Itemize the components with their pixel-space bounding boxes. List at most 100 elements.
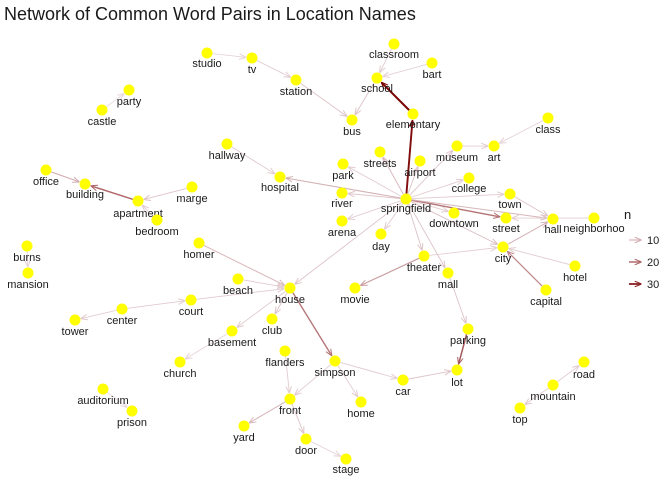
edge-springfield-arena — [348, 200, 401, 219]
node-movie: movie — [340, 282, 370, 306]
edge-front-yard — [250, 401, 286, 423]
edge-marge-apartment — [144, 187, 187, 199]
node-label-mall: mall — [438, 279, 458, 291]
node-label-front: front — [279, 405, 301, 417]
node-point-city — [497, 241, 509, 253]
edge-parking-lot — [459, 334, 468, 363]
node-label-building: building — [66, 189, 104, 201]
node-springfield: springfield — [381, 193, 431, 215]
node-label-hall: hall — [544, 224, 561, 236]
node-art: art — [488, 140, 500, 164]
node-mall: mall — [438, 267, 458, 291]
node-beach: beach — [223, 273, 253, 297]
node-streets: streets — [363, 146, 397, 170]
node-tv: tv — [246, 52, 258, 76]
node-point-bart — [426, 57, 438, 69]
node-castle: castle — [88, 104, 116, 128]
node-label-tv: tv — [248, 64, 257, 76]
legend-label-30: 30 — [647, 279, 659, 291]
edge-springfield-airport — [407, 167, 418, 194]
node-point-stage — [340, 453, 352, 465]
node-point-apartment — [132, 195, 144, 207]
node-city: city — [495, 241, 512, 265]
node-label-river: river — [331, 198, 353, 210]
node-car: car — [395, 374, 411, 398]
node-center: center — [107, 303, 138, 327]
node-classroom: classroom — [369, 38, 419, 61]
node-office: office — [33, 164, 59, 188]
node-point-homer — [193, 237, 205, 249]
edge-hotel-city — [509, 249, 570, 266]
node-river: river — [331, 187, 353, 210]
edge-school-bus — [355, 82, 375, 115]
node-point-art — [488, 140, 500, 152]
node-point-front — [284, 393, 296, 405]
node-court: court — [179, 294, 203, 318]
node-label-town: town — [498, 199, 521, 211]
edge-car-lot — [408, 371, 450, 380]
edge-springfield-elementary — [405, 120, 412, 194]
node-label-flanders: flanders — [265, 357, 305, 369]
node-airport: airport — [404, 155, 436, 179]
node-label-hotel: hotel — [563, 272, 587, 284]
node-point-building — [79, 178, 91, 190]
node-point-prison — [126, 405, 138, 417]
node-label-beach: beach — [223, 285, 253, 297]
node-label-auditorium: auditorium — [77, 395, 128, 407]
node-label-basement: basement — [208, 337, 256, 349]
node-label-station: station — [280, 86, 312, 98]
legend-item-10: 10 — [629, 235, 659, 247]
legend-label-10: 10 — [647, 235, 659, 247]
node-label-apartment: apartment — [113, 208, 163, 220]
node-bart: bart — [423, 57, 441, 81]
node-label-park: park — [332, 170, 354, 182]
edge-office-building — [50, 171, 79, 182]
node-label-mountain: mountain — [530, 391, 575, 403]
node-museum: museum — [436, 140, 478, 164]
legend-title: n — [624, 207, 631, 222]
chart-title: Network of Common Word Pairs in Location… — [4, 4, 416, 24]
edge-springfield-park — [349, 167, 402, 197]
node-capital: capital — [530, 284, 562, 308]
node-label-prison: prison — [117, 417, 147, 429]
node-label-class: class — [535, 124, 561, 136]
node-burns: burns — [13, 240, 41, 264]
node-label-marge: marge — [176, 193, 207, 205]
edge-springfield-streets — [383, 158, 404, 195]
node-home: home — [347, 396, 375, 420]
node-door: door — [295, 433, 317, 457]
edge-classroom-school — [380, 48, 392, 72]
legend-item-30: 30 — [629, 279, 659, 291]
node-point-classroom — [388, 38, 400, 50]
edge-layer — [27, 48, 589, 456]
node-point-street — [500, 212, 512, 224]
node-label-springfield: springfield — [381, 203, 431, 215]
node-point-school — [371, 72, 383, 84]
node-point-neighborhood — [588, 212, 600, 224]
node-label-center: center — [107, 315, 138, 327]
node-label-studio: studio — [192, 58, 221, 70]
node-point-basement — [226, 325, 238, 337]
edge-studio-tv — [212, 53, 245, 58]
edge-springfield-college — [411, 180, 463, 198]
node-flanders: flanders — [265, 345, 305, 369]
node-point-theater — [418, 250, 430, 262]
node-basement: basement — [208, 325, 256, 349]
node-point-road — [578, 356, 590, 368]
node-point-home — [355, 396, 367, 408]
edge-springfield-museum — [409, 151, 453, 196]
node-college: college — [452, 172, 486, 195]
edge-mountain-road — [557, 366, 578, 383]
node-elementary: elementary — [386, 108, 441, 131]
node-point-simpson — [329, 355, 341, 367]
edge-town-hall — [514, 196, 548, 216]
node-point-mall — [442, 267, 454, 279]
node-label-parking: parking — [450, 335, 486, 347]
edge-capital-city — [508, 252, 543, 287]
node-point-mountain — [547, 379, 559, 391]
node-point-river — [336, 187, 348, 199]
edge-city-hall — [507, 222, 548, 245]
node-station: station — [280, 74, 312, 98]
node-point-church — [174, 356, 186, 368]
node-label-street: street — [492, 223, 520, 235]
